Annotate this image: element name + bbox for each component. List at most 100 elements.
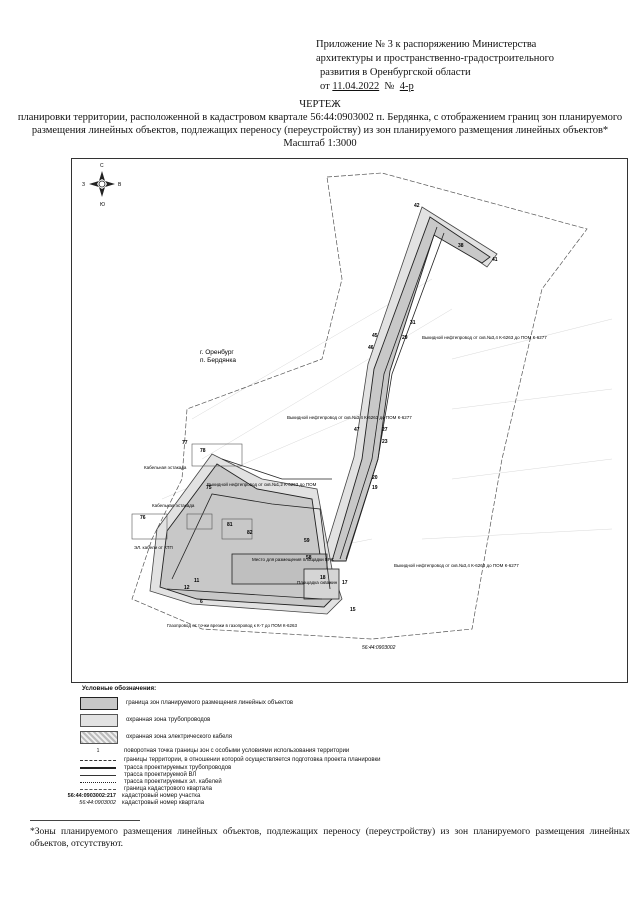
legend-item-cable-zone: охранная зона электрического кабеля: [80, 730, 232, 744]
legend-text: кадастровый номер участка: [122, 793, 201, 799]
point-label: 77: [182, 440, 188, 446]
legend-text: трасса проектируемых трубопроводов: [124, 765, 232, 771]
point-label: 18: [320, 575, 326, 581]
title-line-2: размещения линейных объектов, подлежащих…: [31, 125, 609, 136]
point-label: 17: [342, 580, 348, 586]
legend-item-cable: трасса проектируемых эл. кабелей: [80, 776, 222, 788]
label-cadastral-quarter: 56:44:0903002: [362, 645, 396, 651]
point-label: 23: [382, 439, 388, 445]
point-label: 47: [354, 427, 360, 433]
point-label: 46: [368, 345, 374, 351]
legend-item-zone: граница зон планируемого размещения лине…: [80, 696, 294, 710]
appendix-date-row: от 11.04.2022 № 4-р: [316, 80, 616, 94]
appendix-number: 4-р: [399, 81, 414, 92]
point-label: 78: [200, 448, 206, 454]
legend-text: трасса проектируемой ВЛ: [124, 772, 197, 778]
legend-item-territory: границы территории, в отношении которой …: [80, 754, 381, 766]
appendix-date: 11.04.2022: [332, 81, 380, 92]
drawing-title: ЧЕРТЕЖ планировки территории, расположен…: [0, 98, 640, 150]
legend-text: поворотная точка границы зон с особыми у…: [124, 748, 350, 754]
point-label: 38: [458, 243, 464, 249]
label-pipe-mid: Выкидной нефтепровод от скв.№3,4 К-6263 …: [287, 414, 412, 420]
point-label: 82: [247, 530, 253, 536]
legend-item-pipe-zone: охранная зона трубопроводов: [80, 713, 211, 727]
point-label: 76: [140, 515, 146, 521]
legend-item-quarter: 56:44:0903002 кадастровый номер квартала: [64, 797, 204, 809]
settlement-line-1: г. Оренбург: [200, 348, 234, 356]
footnote: *Зоны планируемого размещения линейных о…: [30, 827, 630, 849]
label-pipe-north: Выкидной нефтепровод от скв.№3,4 К-6263 …: [422, 334, 547, 340]
point-label: 81: [227, 522, 233, 528]
compass-rose: С Ю З В: [82, 163, 122, 208]
legend-text: граница зон планируемого размещения лине…: [126, 700, 294, 706]
legend-item-parcel: 56:44:0903002:217 кадастровый номер учас…: [64, 790, 201, 802]
number-prefix: №: [379, 81, 400, 92]
swatch-cable-zone: [80, 730, 118, 744]
point-label: 19: [372, 485, 378, 491]
legend-text: охранная зона электрического кабеля: [126, 734, 232, 740]
point-label: 31: [410, 320, 416, 326]
label-gas: Газопровод от точки врезки в газопровод …: [167, 623, 298, 628]
swatch-zone: [80, 696, 118, 710]
point-sample: 1: [96, 748, 100, 754]
legend-heading: Условные обозначения:: [82, 685, 157, 692]
swatch-pipe-zone: [80, 713, 118, 727]
label-site: Место для размещения площадки ВРС: [252, 557, 335, 562]
line-vl: [80, 774, 116, 776]
title-line-1: планировки территории, расположенной в к…: [17, 112, 623, 123]
point-label: 45: [372, 333, 378, 339]
legend-text: граница кадастрового квартала: [124, 786, 212, 792]
legend-text: охранная зона трубопроводов: [126, 717, 211, 723]
point-label: 41: [492, 257, 498, 263]
point-label: 12: [184, 585, 190, 591]
parcel-code: 56:44:0903002:217: [67, 793, 116, 799]
point-label: 11: [194, 578, 200, 584]
compass-s: Ю: [100, 202, 105, 208]
legend-text: границы территории, в отношении которой …: [124, 757, 381, 763]
appendix-line-3: развития в Оренбургской области: [320, 67, 471, 78]
line-quarter: [80, 788, 116, 790]
label-cable-1: Кабельная эстакада: [144, 465, 187, 470]
line-cable: [80, 781, 116, 783]
legend-item-quarter-border: граница кадастрового квартала: [80, 783, 212, 795]
planning-map: С Ю З В г. Оренбург п. Бердянка Выкидной…: [71, 158, 628, 683]
line-territory: [80, 759, 116, 761]
point-label: 27: [382, 427, 388, 433]
title-scale: Масштаб 1:3000: [283, 138, 357, 149]
point-label: 42: [414, 203, 420, 209]
quarter-code: 56:44:0903002: [79, 800, 116, 806]
compass-e: В: [118, 182, 122, 188]
map-drawing: С Ю З В г. Оренбург п. Бердянка Выкидной…: [82, 163, 613, 651]
point-label: 20: [372, 475, 378, 481]
point-label: 15: [350, 607, 356, 613]
line-pipe: [80, 767, 116, 769]
legend-item-point: 1 поворотная точка границы зон с особыми…: [80, 745, 350, 757]
appendix-block: Приложение № 3 к распоряжению Министерст…: [316, 38, 616, 94]
point-label: 75: [206, 485, 212, 491]
point-label: 58: [306, 555, 312, 561]
point-label: 29: [402, 335, 408, 341]
title-heading: ЧЕРТЕЖ: [299, 99, 341, 110]
appendix-line-2: архитектуры и пространственно-градострои…: [316, 53, 554, 64]
legend-text: трасса проектируемых эл. кабелей: [124, 779, 222, 785]
date-prefix: от: [320, 81, 333, 92]
compass-n: С: [100, 163, 104, 169]
legend-text: кадастровый номер квартала: [122, 800, 205, 806]
appendix-line-1: Приложение № 3 к распоряжению Министерст…: [316, 39, 537, 50]
label-cable-2: Кабельная эстакада: [152, 503, 195, 508]
legend-item-pipe-route: трасса проектируемых трубопроводов: [80, 762, 231, 774]
settlement-line-2: п. Бердянка: [200, 357, 236, 364]
label-pad: Площадка скважин: [297, 580, 338, 585]
structures: [131, 443, 253, 540]
point-label: 59: [304, 538, 310, 544]
pad-block: [303, 568, 340, 600]
label-pipe-west: Выкидной нефтепровод от скв.№1,2 К-6263 …: [207, 481, 317, 487]
legend-item-vl: трасса проектируемой ВЛ: [80, 769, 196, 781]
label-pipe-south: Выкидной нефтепровод от скв.№3,4 К-6263 …: [394, 562, 519, 568]
point-label: 6: [200, 599, 203, 605]
territory-boundary: [131, 172, 588, 640]
label-power: ЭЛ. кабели от КТП: [134, 545, 173, 550]
compass-w: З: [82, 182, 85, 188]
footnote-divider: [30, 820, 140, 821]
turning-points: 42 41 38 31 29 45 46 27 23 47 20 19 17 1…: [140, 203, 498, 613]
